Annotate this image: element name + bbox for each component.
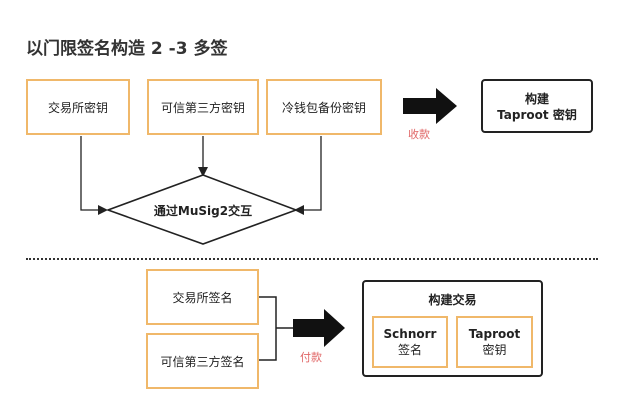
build-transaction-title: 构建交易 [428,293,477,307]
taproot-line-1: Taproot [468,327,521,341]
result-line-1: 构建 [524,92,549,106]
section-divider [26,258,598,260]
pay-arrow [293,309,345,347]
receive-label: 收款 [408,128,430,141]
taproot-key-result-box: 构建 Taproot 密钥 [481,79,593,133]
connector-cold-wallet-key [294,136,322,215]
pay-label: 付款 [300,351,322,364]
signature-bracket [259,296,277,361]
taproot-key-box: Taproot 密钥 [456,316,533,368]
receive-arrow [403,88,457,124]
taproot-line-2: 密钥 [482,343,507,357]
musig2-label: 通过MuSig2交互 [153,204,253,218]
third-party-key-box: 可信第三方密钥 [147,79,259,135]
musig2-diamond [105,174,299,245]
connector-exchange-key [80,136,108,215]
page-title: 以门限签名构造 2 -3 多签 [26,39,228,59]
exchange-key-box: 交易所密钥 [26,79,130,135]
schnorr-line-1: Schnorr [383,327,437,341]
exchange-signature-box: 交易所签名 [146,269,259,325]
third-party-signature-box: 可信第三方签名 [146,333,259,389]
schnorr-line-2: 签名 [397,343,422,357]
schnorr-signature-box: Schnorr 签名 [372,316,448,368]
cold-wallet-key-box: 冷钱包备份密钥 [266,79,382,135]
result-line-2: Taproot 密钥 [497,108,577,122]
